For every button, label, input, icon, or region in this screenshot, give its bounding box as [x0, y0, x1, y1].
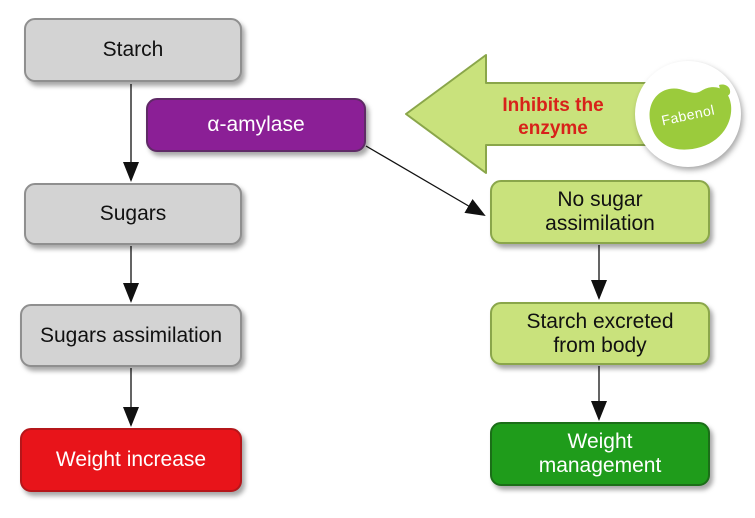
starch-excreted-box: Starch excreted from body — [490, 302, 710, 365]
no-sugar-assimilation-box: No sugar assimilation — [490, 180, 710, 244]
weight-increase-label: Weight increase — [55, 448, 207, 471]
weight-management-line1: Weight — [567, 430, 633, 453]
starch-excreted-line1: Starch excreted — [526, 309, 674, 333]
sugars-assimilation-label: Sugars assimilation — [39, 323, 223, 347]
weight-management-box: Weight management — [490, 422, 710, 486]
weight-increase-box: Weight increase — [20, 428, 242, 492]
no-sugar-line1: No sugar — [557, 188, 643, 211]
starch-excreted-line2: from body — [553, 333, 647, 357]
weight-management-line2: management — [538, 454, 662, 477]
no-sugar-line2: assimilation — [545, 212, 655, 235]
inhibits-line2: enzyme — [518, 118, 588, 139]
alpha-amylase-label: α-amylase — [207, 113, 305, 136]
sugars-box: Sugars — [24, 183, 242, 245]
arrow-amylase-to-no-sugar — [365, 145, 486, 217]
sugars-assimilation-box: Sugars assimilation — [20, 304, 242, 367]
fabenol-logo: Fabenol — [635, 61, 741, 167]
fabenol-logo-bean — [649, 84, 732, 150]
sugars-label: Sugars — [99, 202, 167, 225]
inhibits-enzyme-text: Inhibits the enzyme — [478, 94, 628, 140]
starch-box: Starch — [24, 18, 242, 82]
inhibits-line1: Inhibits the — [502, 95, 604, 116]
alpha-amylase-box: α-amylase — [146, 98, 366, 152]
starch-label: Starch — [102, 38, 164, 61]
